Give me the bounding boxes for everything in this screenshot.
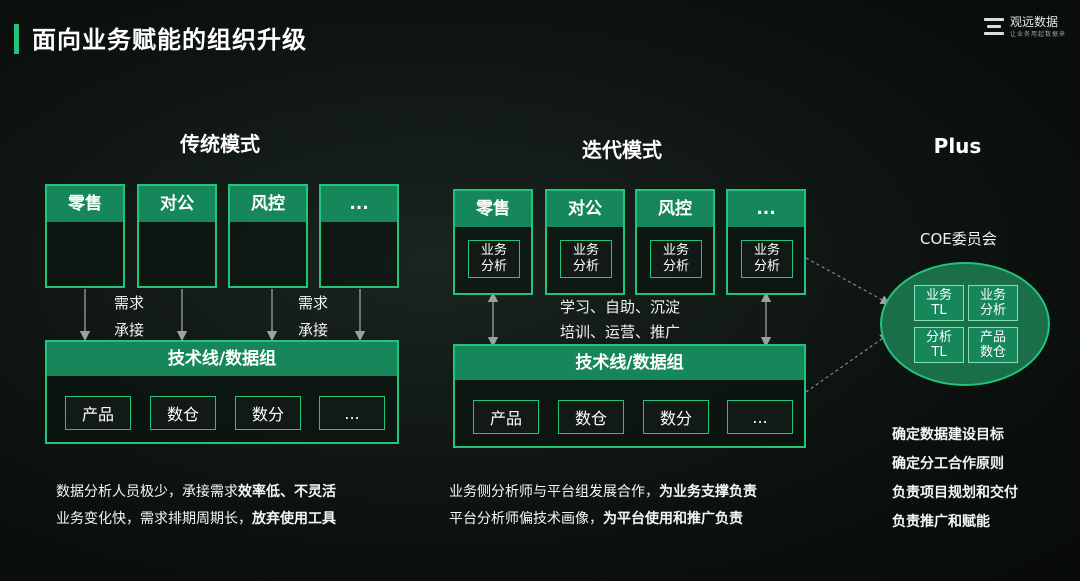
iter-chip-warehouse: 数仓: [558, 400, 624, 434]
trad-unit-risk: 风控: [228, 184, 308, 288]
responsibility-item: 确定数据建设目标: [892, 427, 1004, 443]
responsibility-item: 确定分工合作原则: [892, 456, 1004, 472]
iter-tech-group: 技术线/数据组 产品 数仓 数分 ...: [453, 344, 806, 448]
trad-chip-warehouse: 数仓: [150, 396, 216, 430]
responsibility-item: 负责项目规划和交付: [892, 485, 1018, 501]
iter-chip-more: ...: [727, 400, 793, 434]
iter-unit-risk: 风控 业务 分析: [635, 189, 715, 295]
coe-tile-business-analysis: 业务 分析: [968, 285, 1018, 321]
traditional-title: 传统模式: [180, 132, 260, 156]
plus-responsibilities: 确定数据建设目标 确定分工合作原则 负责项目规划和交付 负责推广和赋能: [892, 421, 1018, 537]
logo-tagline: 让业务用起数据来: [1009, 31, 1066, 38]
logo-name: 观远数据: [1009, 15, 1058, 29]
iter-mid-line-1: 学习、自助、沉淀: [560, 298, 681, 316]
iterative-title: 迭代模式: [582, 138, 662, 162]
trad-tech-bar: 技术线/数据组: [47, 342, 397, 376]
trad-unit-retail: 零售: [45, 184, 125, 288]
trad-demand-label-2b: 承接: [298, 321, 329, 339]
trad-unit-corporate: 对公: [137, 184, 217, 288]
trad-demand-label-2a: 需求: [298, 294, 329, 312]
responsibility-item: 负责推广和赋能: [892, 514, 990, 530]
iter-unit-more: ... 业务 分析: [726, 189, 806, 295]
coe-label: COE委员会: [920, 230, 997, 248]
iter-description: 业务侧分析师与平台组发展合作，为业务支撑负责 平台分析师偏技术画像，为平台使用和…: [449, 484, 757, 527]
coe-tile-business-tl: 业务 TL: [914, 285, 964, 321]
iter-analyst-more: 业务 分析: [741, 240, 793, 278]
trad-tech-group: 技术线/数据组 产品 数仓 数分 ...: [45, 340, 399, 444]
iter-analyst-corporate: 业务 分析: [560, 240, 612, 278]
iter-unit-corporate: 对公 业务 分析: [545, 189, 625, 295]
iter-analyst-risk: 业务 分析: [650, 240, 702, 278]
coe-link-bottom: [805, 333, 890, 393]
coe-tile-product-warehouse: 产品 数仓: [968, 327, 1018, 363]
plus-title: Plus: [933, 134, 982, 158]
title-accent-bar: [14, 24, 19, 54]
trad-chip-more: ...: [319, 396, 385, 430]
trad-demand-label-1a: 需求: [114, 294, 145, 312]
coe-link-top: [805, 257, 891, 305]
page-title: 面向业务赋能的组织升级: [32, 26, 307, 54]
brand-logo: 观远数据 让业务用起数据来: [983, 15, 1066, 38]
iter-tech-bar: 技术线/数据组: [455, 346, 804, 380]
iter-mid-line-2: 培训、运营、推广: [560, 323, 681, 341]
coe-tile-analysis-tl: 分析 TL: [914, 327, 964, 363]
logo-mark-icon: [983, 16, 1004, 38]
trad-unit-more: ...: [319, 184, 399, 288]
iter-unit-retail: 零售 业务 分析: [453, 189, 533, 295]
trad-demand-label-1b: 承接: [114, 321, 145, 339]
iter-analyst-retail: 业务 分析: [468, 240, 520, 278]
trad-chip-product: 产品: [65, 396, 131, 430]
coe-committee: 业务 TL 业务 分析 分析 TL 产品 数仓: [880, 262, 1050, 386]
iter-chip-analysis: 数分: [643, 400, 709, 434]
iter-chip-product: 产品: [473, 400, 539, 434]
trad-description: 数据分析人员极少，承接需求效率低、不灵活 业务变化快，需求排期周期长，放弃使用工…: [56, 484, 336, 527]
trad-chip-analysis: 数分: [235, 396, 301, 430]
